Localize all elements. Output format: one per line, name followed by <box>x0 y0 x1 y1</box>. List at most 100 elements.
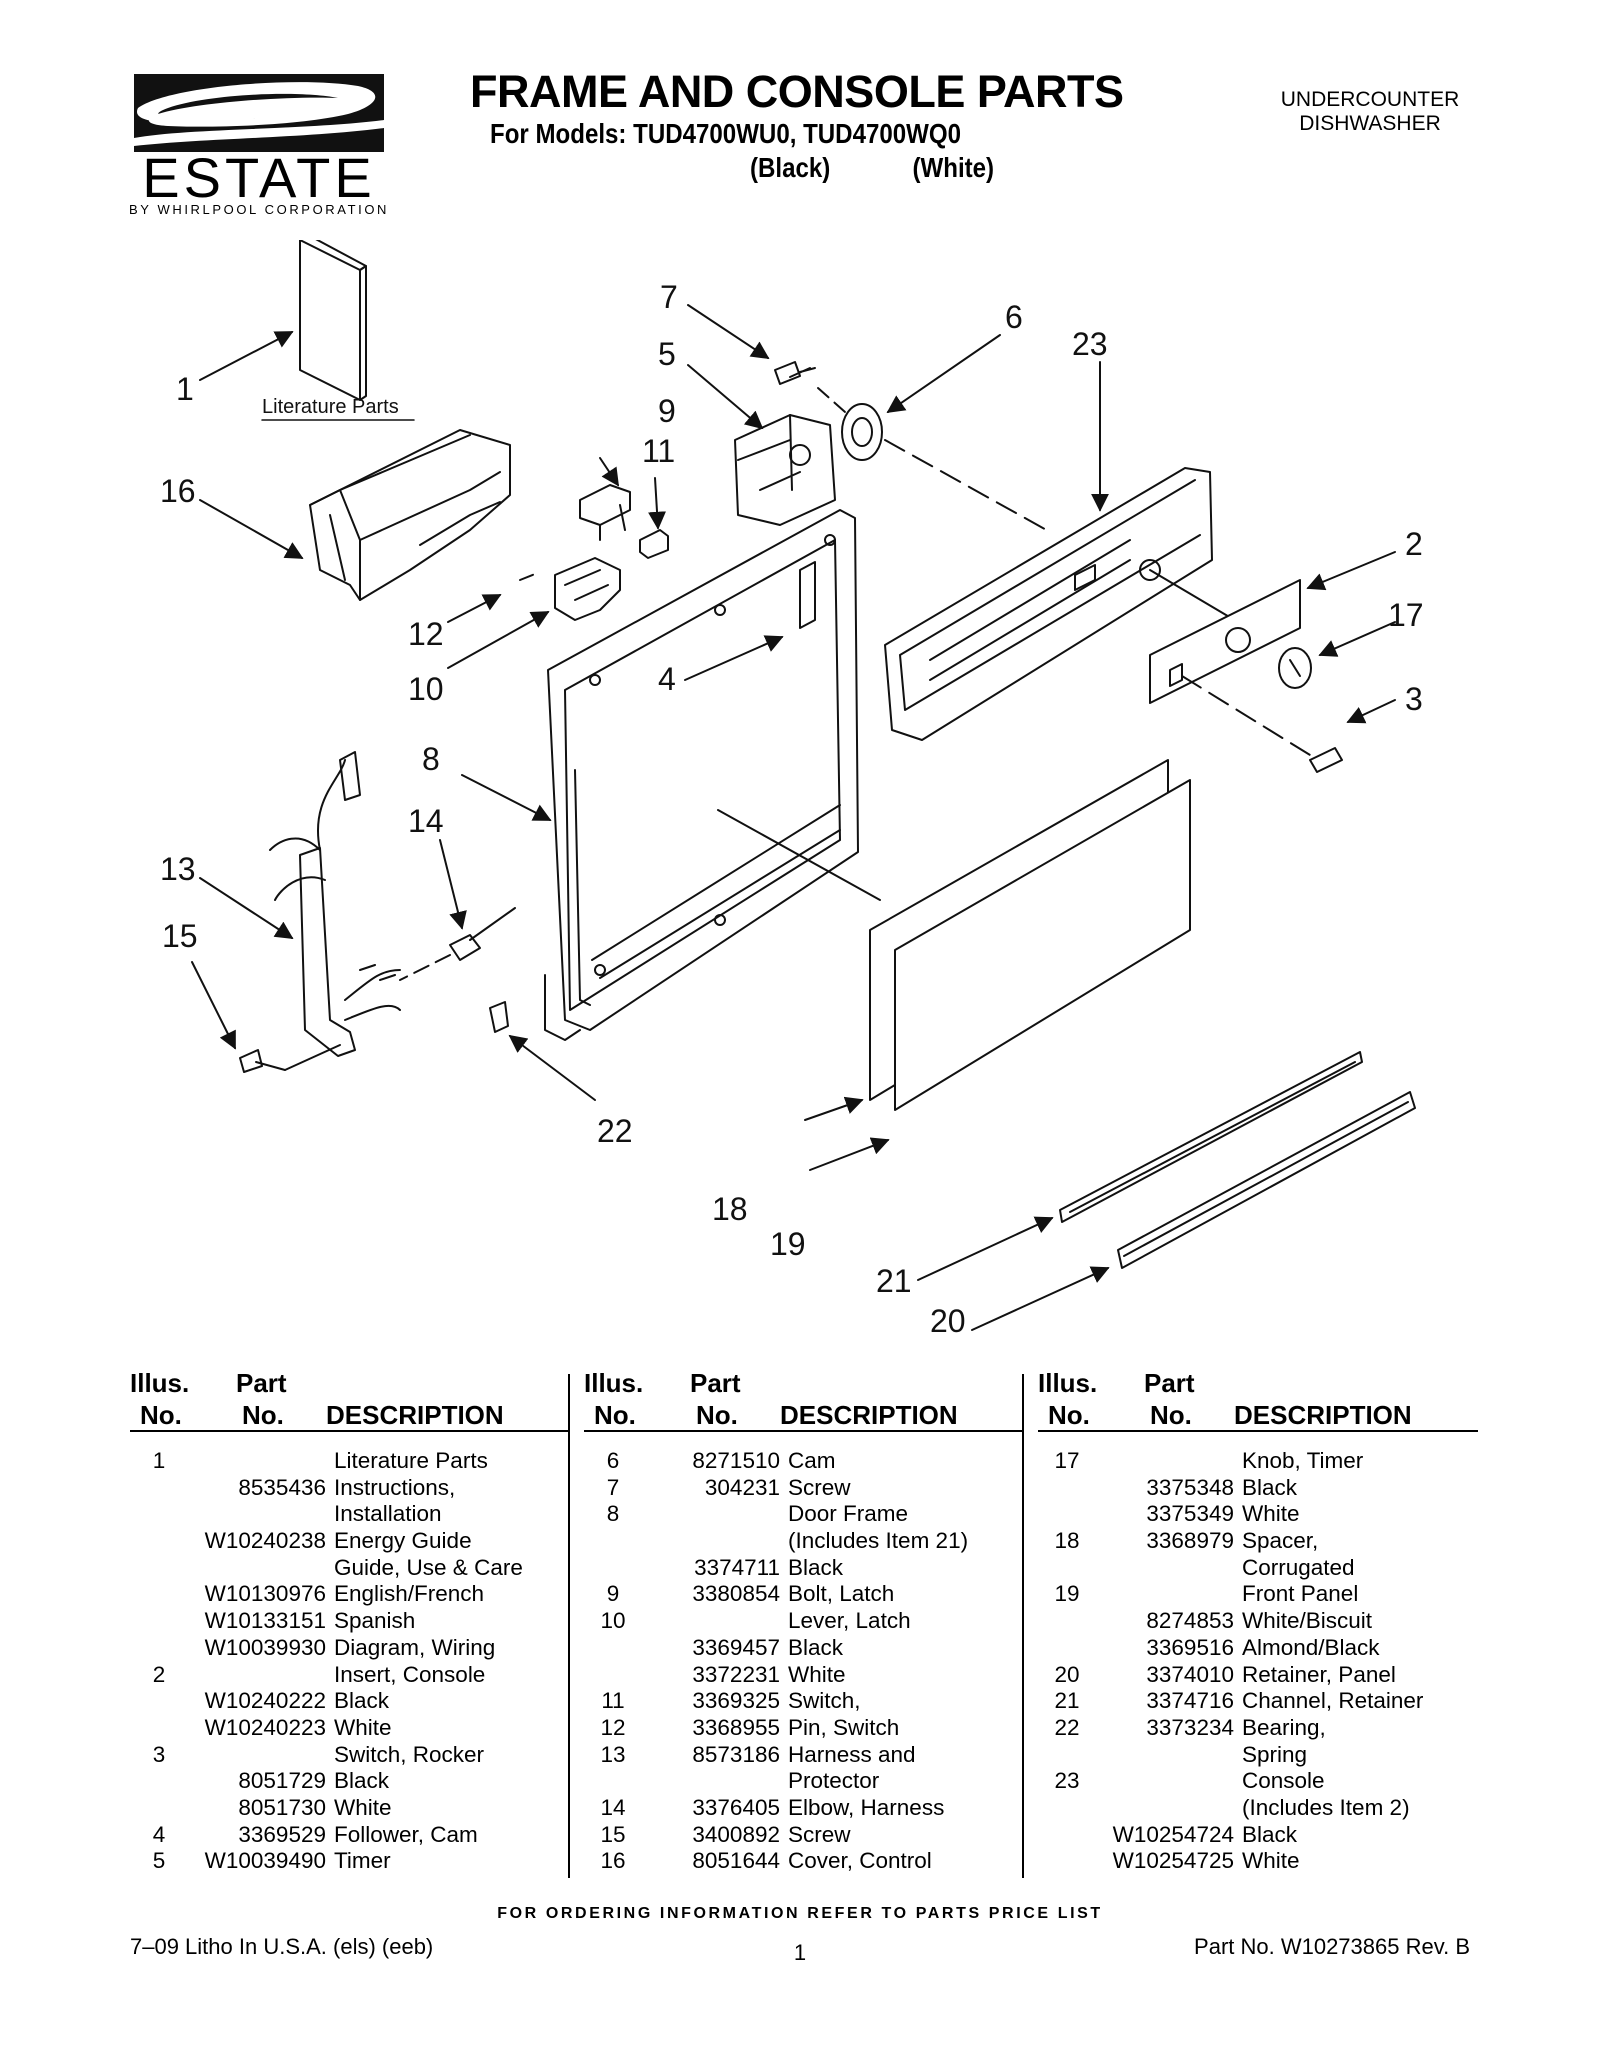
part-no-cell: 3375348 <box>1146 1474 1234 1500</box>
column-divider <box>1022 1374 1024 1878</box>
part-no-cell: 3369516 <box>1146 1634 1234 1660</box>
callout-19: 19 <box>770 1226 806 1262</box>
column-divider <box>568 1374 570 1878</box>
description-cell: Black <box>1242 1474 1298 1500</box>
table-row: 22 3373234 Bearing, <box>1038 1715 1478 1742</box>
illus-no-cell: 2 <box>152 1661 166 1687</box>
page-title: FRAME AND CONSOLE PARTS <box>470 66 1124 117</box>
description-cell: White <box>334 1714 392 1740</box>
part-no-cell: W10133151 <box>204 1608 326 1634</box>
callout-17: 17 <box>1388 597 1424 633</box>
models-line: For Models: TUD4700WU0, TUD4700WQ0 <box>490 118 961 149</box>
model-colors: (Black) (White) <box>750 152 994 184</box>
part-no-cell: 3374716 <box>1146 1688 1234 1714</box>
illus-no-cell: 13 <box>600 1741 626 1767</box>
table-row: Spring <box>1038 1742 1478 1769</box>
description-cell: Pin, Switch <box>788 1714 900 1740</box>
illus-no-cell: 14 <box>600 1794 626 1820</box>
part-no-cell: 3372231 <box>692 1661 780 1687</box>
description-cell: Bolt, Latch <box>788 1581 895 1607</box>
panel-retainer-part <box>1117 1091 1416 1269</box>
description-cell: Switch, Rocker <box>334 1741 485 1767</box>
description-cell: White/Biscuit <box>1242 1608 1373 1634</box>
part-no-cell: W10254725 <box>1112 1848 1234 1874</box>
description-cell: Literature Parts <box>334 1448 488 1473</box>
part-no-cell: 3373234 <box>1146 1714 1234 1740</box>
callout-14: 14 <box>408 803 444 839</box>
description-cell: Bearing, <box>1242 1714 1326 1740</box>
description-cell: Retainer, Panel <box>1242 1661 1396 1687</box>
part-no-cell: 3375349 <box>1146 1501 1234 1527</box>
header-illus-no: No. <box>594 1400 636 1430</box>
latch-lever-part <box>554 557 621 621</box>
print-info: 7–09 Litho In U.S.A. (els) (eeb) <box>130 1934 434 1959</box>
rocker-switch-part <box>1309 747 1343 773</box>
part-no-cell: 8051644 <box>692 1848 780 1874</box>
illus-no-cell: 19 <box>1054 1581 1080 1607</box>
part-no-cell: 3369457 <box>692 1634 780 1660</box>
screw-15-part <box>239 1049 286 1073</box>
illus-no-cell: 8 <box>606 1501 620 1527</box>
part-no-cell: 8573186 <box>692 1741 780 1767</box>
description-cell: Screw <box>788 1474 851 1500</box>
description-cell: Spanish <box>334 1608 416 1634</box>
description-cell: Installation <box>334 1501 442 1527</box>
description-cell: Black <box>1242 1821 1298 1847</box>
literature-parts-label: Literature Parts <box>262 396 399 418</box>
part-no-cell: W10254724 <box>1112 1821 1234 1847</box>
part-no-cell: W10240238 <box>204 1528 326 1554</box>
part-no-cell: 3369529 <box>238 1821 326 1847</box>
illus-no-cell: 11 <box>601 1688 625 1714</box>
description-cell: Knob, Timer <box>1242 1448 1364 1473</box>
illus-no-cell: 15 <box>600 1821 626 1847</box>
timer-part <box>734 414 836 526</box>
spring-bearing-part <box>489 1001 509 1033</box>
table-row: Guide, Use & Care <box>130 1555 570 1582</box>
header-illus: Illus. <box>130 1368 190 1398</box>
illus-no-cell: 17 <box>1054 1448 1080 1473</box>
description-cell: Spring <box>1242 1741 1308 1767</box>
part-no-cell: 3376405 <box>692 1794 780 1820</box>
header-description: DESCRIPTION <box>326 1400 504 1430</box>
screw-part <box>774 361 816 385</box>
brand-name: ESTATE <box>142 146 376 209</box>
callout-15: 15 <box>162 918 198 954</box>
part-no-cell: 8271510 <box>692 1448 780 1473</box>
table-header: Illus. No. Part No. DESCRIPTION <box>1038 1368 1478 1432</box>
header-part: Part <box>690 1368 741 1398</box>
callout-20: 20 <box>930 1303 966 1339</box>
illus-no-cell: 12 <box>600 1714 626 1740</box>
description-cell: Diagram, Wiring <box>334 1634 496 1660</box>
header-description: DESCRIPTION <box>1234 1400 1412 1430</box>
callout-12: 12 <box>408 616 444 652</box>
literature-booklet-part <box>299 240 367 401</box>
description-cell: Switch, <box>788 1688 861 1714</box>
illus-no-cell: 6 <box>606 1448 620 1473</box>
description-cell: Lever, Latch <box>788 1608 911 1634</box>
cam-part <box>841 403 883 461</box>
description-cell: Black <box>334 1768 390 1794</box>
header-description: DESCRIPTION <box>780 1400 958 1430</box>
callout-7: 7 <box>660 279 678 315</box>
illus-no-cell: 22 <box>1054 1714 1080 1740</box>
illus-no-cell: 20 <box>1054 1661 1080 1687</box>
description-cell: Spacer, <box>1242 1528 1319 1554</box>
